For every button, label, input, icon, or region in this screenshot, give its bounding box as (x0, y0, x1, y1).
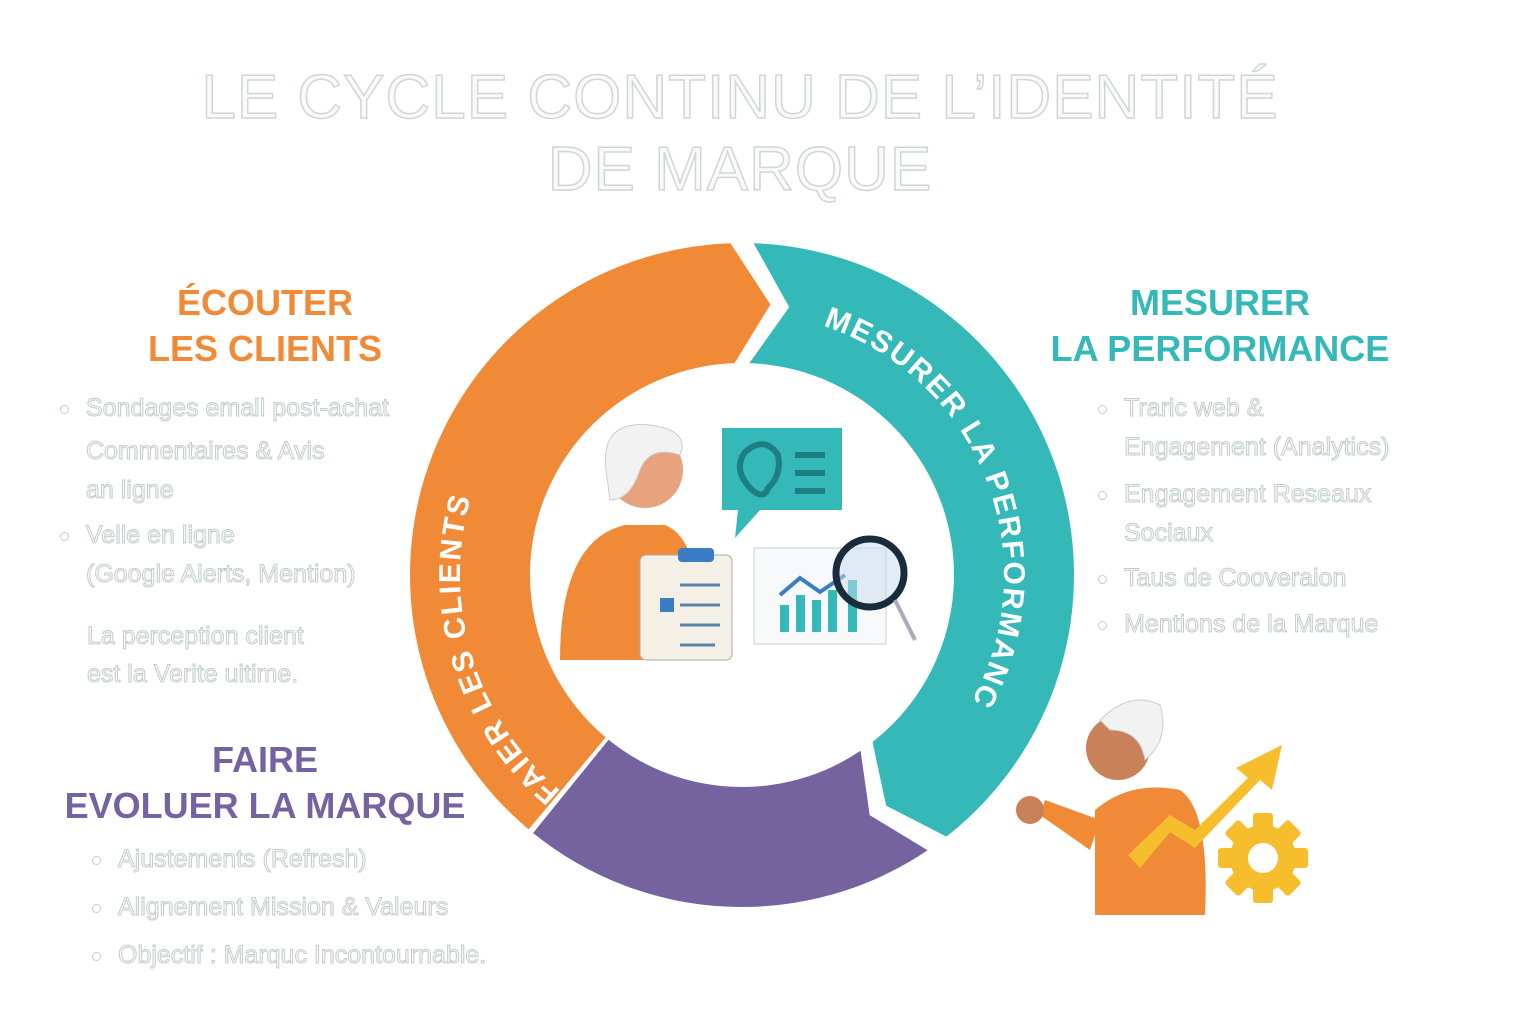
ecouter-list: Sondages emall post-achat Commentaires &… (60, 389, 389, 600)
evoluer-heading-line-2: EVOLUER LA MARQUE (64, 785, 466, 826)
note-line-1: La perception client (87, 622, 305, 651)
ring-segment-mesurer (749, 243, 1074, 837)
ecouter-heading-line-1: ÉCOUTER (176, 282, 353, 323)
list-item: Traric web & (1098, 389, 1389, 428)
list-item: (Google Alerts, Mention) (86, 560, 357, 589)
person-pointing-illustration (1016, 699, 1206, 915)
list-item: Mentions de la Marque (1098, 605, 1389, 644)
mesurer-list: Traric web & Engagement (Analytics) Enga… (1098, 389, 1390, 650)
ecouter-note: La perception client est la Verite uitim… (87, 617, 305, 693)
list-item: Alignement Mission & Valeurs (92, 888, 486, 927)
ring-segment-ecouter (409, 243, 771, 830)
growth-arrow-icon (1128, 745, 1282, 868)
list-item: Engagement (Analytics) (1123, 433, 1390, 462)
ecouter-heading-line-2: LES CLIENTS (147, 328, 383, 369)
list-item: Engagement Reseaux (1098, 475, 1389, 514)
list-item: Ajustements (Refresh) (92, 840, 486, 879)
mesurer-heading-line-2: LA PERFORMANCE (1050, 328, 1390, 369)
gear-icon (1218, 813, 1308, 903)
mesurer-heading: MESURER LA PERFORMANCE (1030, 280, 1410, 372)
ecouter-heading: ÉCOUTER LES CLIENTS (120, 280, 410, 372)
title-line-2: DE MARQUE (547, 134, 933, 205)
bar-chart-magnifier-icon (753, 535, 917, 645)
ear-speech-bubble-icon (722, 428, 842, 538)
evoluer-list: Ajustements (Refresh) Alignement Mission… (92, 840, 487, 981)
person-clipboard-illustration (560, 424, 733, 661)
page-title: LE CYCLE CONTINU DE L’IDENTITÉ DE MARQUE (0, 62, 1480, 206)
list-item: Velle en ligne (60, 516, 389, 555)
list-item: Taus de Cooveraion (1098, 559, 1389, 598)
list-item: Sociaux (1123, 519, 1213, 548)
evoluer-heading: FAIRE EVOLUER LA MARQUE (40, 737, 490, 829)
note-line-2: est la Verite uitime. (87, 660, 299, 689)
list-item: Objectif : Marquc Incontournable. (92, 936, 487, 975)
title-line-1: LE CYCLE CONTINU DE L’IDENTITÉ (201, 62, 1279, 133)
ring-segment-evoluer (533, 739, 928, 907)
list-item: Commentaires & Avis (86, 437, 326, 466)
list-item: Sondages emall post-achat (60, 389, 389, 428)
evoluer-heading-line-1: FAIRE (211, 739, 318, 780)
mesurer-heading-line-1: MESURER (1129, 282, 1311, 323)
list-item: an ligne (86, 476, 175, 505)
